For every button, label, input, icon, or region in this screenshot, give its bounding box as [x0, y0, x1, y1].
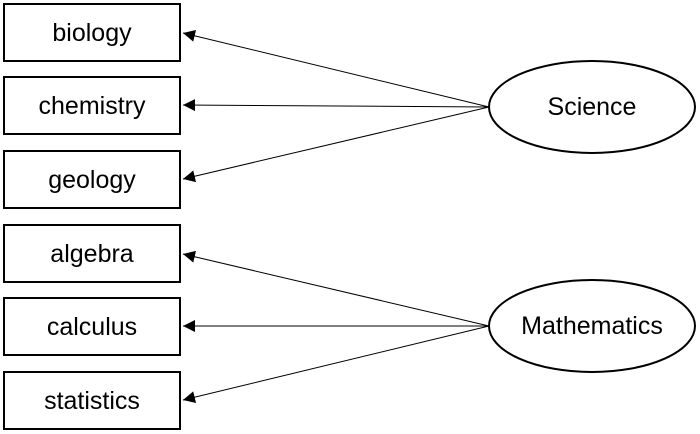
indicator-box-statistics: statistics — [3, 371, 181, 430]
factor-label-mathematics: Mathematics — [521, 312, 663, 340]
factor-label-science: Science — [548, 93, 637, 121]
indicator-label-geology: geology — [48, 166, 136, 194]
indicator-box-biology: biology — [3, 3, 181, 62]
loading-arrow-mathematics-statistics — [182, 325, 490, 404]
indicator-box-chemistry: chemistry — [3, 76, 181, 135]
indicator-label-calculus: calculus — [47, 313, 137, 341]
loading-arrow-science-chemistry — [182, 99, 490, 112]
indicator-box-calculus: calculus — [3, 297, 181, 356]
loading-arrow-science-biology — [182, 29, 490, 108]
indicator-box-algebra: algebra — [3, 224, 181, 283]
indicator-label-chemistry: chemistry — [39, 92, 146, 120]
indicator-label-algebra: algebra — [50, 240, 133, 268]
factor-ellipse-science: Science — [488, 60, 696, 154]
indicator-label-biology: biology — [52, 19, 132, 47]
indicator-box-geology: geology — [3, 150, 181, 209]
loading-arrow-science-geology — [182, 106, 490, 183]
indicator-label-statistics: statistics — [44, 387, 140, 415]
factor-ellipse-mathematics: Mathematics — [488, 279, 696, 373]
loading-arrow-mathematics-algebra — [182, 250, 490, 327]
